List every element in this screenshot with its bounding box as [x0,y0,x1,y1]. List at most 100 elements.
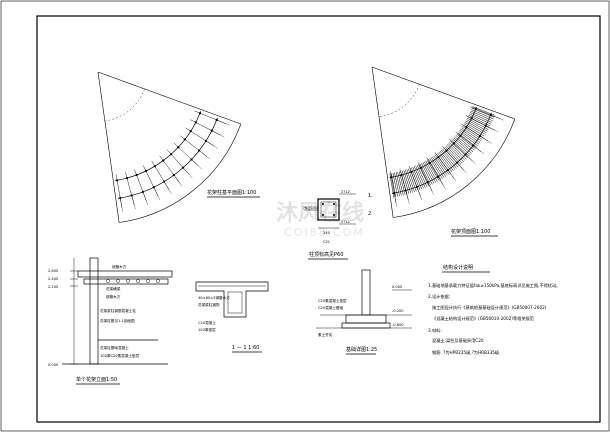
fan-dimension-tick [490,114,504,121]
fan-joist [433,155,448,176]
section-note: 花架梁柱钢筋 [198,302,220,307]
fan-joist [460,128,481,143]
fan-joist [450,141,469,158]
fan-joist [443,147,460,166]
fan-dimension-tick [437,176,446,189]
fan-joist [397,171,404,196]
purlin [116,279,120,283]
footing-note: C20混凝土基础 [318,305,343,310]
fan-joist [412,166,422,190]
fan-joist [439,150,456,170]
fan-joist [423,161,436,183]
fan-dimension-tick [205,140,218,149]
fan-dimension-tick [153,187,160,200]
fan-joist [408,168,417,192]
notes-item: 《混凝土结构设计规范》(GB50010-2002)等相关规范 [432,315,534,322]
fan-edge [97,71,120,223]
elevation-note: 花架柱基础混凝土 [100,345,129,350]
fan-joist [456,133,476,150]
fan-column-dot [183,138,186,141]
section-1-1: 40×60×3钢管木方 花架梁柱钢筋 C20混凝土 100厚垫层 1 — 1 1… [195,281,269,353]
fan-dimension-tick [191,159,202,170]
fan-joist [405,169,413,193]
fan-dimension-tick [182,167,193,179]
plan-left-caption: 花架柱基平面图1:100 [207,189,256,196]
fan-dimension-tick [211,130,225,138]
fan-edge [371,66,515,120]
fan-joist [426,159,440,181]
column-label: 2?12 [341,220,350,224]
section-stirrup [227,291,243,314]
fan-joist [438,151,454,171]
elevation-note: 花架梁柱钢筋混凝土柱 [100,308,136,313]
fan-dimension-tick [465,154,476,165]
column-caption: 柱顶标高见P60 [309,251,343,258]
column-label: C21 [323,240,330,244]
fan-joist [435,153,451,174]
fan-joist [453,137,472,154]
purlin [136,279,140,283]
fan-joist [445,145,463,164]
fan-edge [371,66,394,218]
watermark-name: 沐风在线 [276,200,364,226]
section-note: 100厚垫层 [198,327,216,332]
fan-joist [389,173,395,198]
fan-joist [394,172,400,197]
fan-column-dot [177,146,180,149]
fan-joist [406,169,415,193]
fan-column-dot [141,190,145,193]
fan-joist [419,163,431,186]
column-outline [317,198,340,221]
column-mark: 1. [368,193,373,199]
fan-column-dot [162,159,165,162]
watermark-domain: COI88.COM [284,226,365,239]
fan-joist [400,171,408,195]
fan-joist [457,132,477,148]
fan-joist [452,138,471,156]
plan-left: 花架柱基平面图1:100 [97,71,260,223]
fan-joist [459,130,480,145]
fan-joist [415,165,426,188]
fan-joist [471,109,494,120]
fan-joist [449,142,467,160]
fan-dimension-tick [163,181,172,194]
fan-dimension-tick [142,191,148,206]
section-note: C20混凝土 [198,320,216,325]
footing-detail: 0.000 -0.200 -0.800 C20素混凝土垫层 C20混凝土基础 素… [316,269,412,355]
fan-joist [391,173,396,197]
fan-joist [432,156,446,177]
fan-dimension-tick [473,145,485,155]
fan-joist [463,123,485,137]
column-label: 240 [323,231,331,235]
fan-joist [437,152,453,173]
plan-left-geometry [97,71,242,223]
fan-column-dot [144,169,148,173]
fan-joist [430,157,445,178]
purlin [156,279,160,283]
fan-column-dot [194,121,197,124]
footing-level: 0.000 [392,285,403,289]
rebar-dot [322,203,324,205]
fan-joist [461,127,482,142]
fan-dimension-tick [485,125,499,133]
fan-joist [469,113,492,125]
fan-outer-arc [119,123,242,223]
elevation-lower-beam [83,278,169,285]
footing-note: C20素混凝土垫层 [318,298,347,303]
footing-column [361,269,371,316]
fan-joist [441,149,457,169]
fan-inner-arc [378,84,420,118]
elevation-column [89,257,99,365]
purlin [106,279,110,283]
fan-joist [395,172,402,196]
notes-item: 1.基础地基承载力特征值fak≥150kPa,基底标高详见施工图,不得扰动。 [428,282,560,289]
plan-right-geometry [371,66,516,218]
level-label: 2.200 [48,285,59,289]
elevation-note: 花架柱基见1-1剖面图 [100,318,135,323]
elevation: 2.600 2.400 2.200 0.000 钢管木方 花架横梁 钢管木方 花… [48,257,173,385]
plan-right: 花架顶面图1:100 [371,66,516,237]
fan-column-dot [135,173,138,177]
column-section: 2?12 ?6@150 2?12 240 C21 1. 2. 柱顶标高见P60 [303,190,373,260]
